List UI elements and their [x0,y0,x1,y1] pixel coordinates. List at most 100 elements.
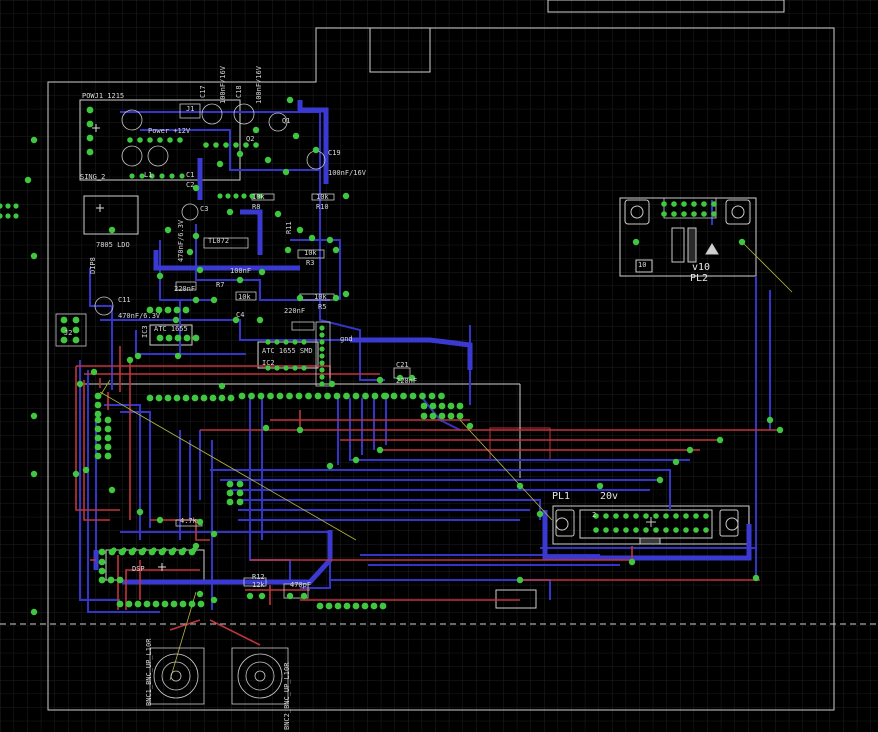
pad [691,211,697,217]
pad [134,600,142,608]
pad [292,339,298,345]
pad [342,290,350,298]
pad [683,513,689,519]
pad [319,332,325,338]
pad [308,234,316,242]
pad [147,137,153,143]
pad [226,480,234,488]
pad [0,203,3,209]
pad [334,602,342,610]
pad [671,211,677,217]
pad [252,126,260,134]
pad [332,294,340,302]
c21-ref: C21 [396,361,409,369]
pad [104,434,112,442]
pad [295,392,303,400]
pad [428,392,436,400]
pad [196,518,204,526]
pad [5,213,11,219]
pad [217,193,223,199]
pad [134,352,142,360]
pad [94,410,102,418]
pad [181,547,187,553]
pl1-connector[interactable] [555,509,739,545]
pad [76,380,84,388]
pad [701,201,707,207]
pad [661,201,667,207]
pad [241,193,247,199]
pl2-header[interactable] [624,199,751,263]
pad [282,168,290,176]
pad [319,374,325,380]
pad [139,173,145,179]
pad [156,516,164,524]
pad [716,436,724,444]
gnd-label: gnd [340,335,353,343]
pad [371,392,379,400]
pad [125,600,133,608]
pad [104,425,112,433]
pad [352,392,360,400]
pad [301,365,307,371]
pad [72,326,80,334]
pad [126,356,134,364]
pad [72,470,80,478]
pad [155,394,163,402]
pad [456,412,464,420]
pad [296,226,304,234]
r10-ref: R10 [316,203,329,211]
pad [30,608,38,616]
pad [738,238,746,246]
pad [516,482,524,490]
pad [200,394,208,402]
pad [274,210,282,218]
r5-ref: R5 [318,303,327,311]
pad [257,193,263,199]
r7-ref: R7 [216,281,225,289]
pad [24,176,32,184]
pad [82,466,90,474]
pad [13,213,19,219]
pad [60,326,68,334]
r10k-a: 10k [252,193,265,201]
pad [286,96,294,104]
pad [352,602,360,610]
pad [653,527,659,533]
pad [342,192,350,200]
pad [94,452,102,460]
pad [296,294,304,302]
pad [276,392,284,400]
pad [165,334,173,342]
r12-ref: R12 [252,573,265,581]
pad [536,510,544,518]
c2-ref: C2 [186,181,195,189]
pad [663,513,669,519]
j2-ref: J2 [64,329,73,337]
pad [94,443,102,451]
pad [673,513,679,519]
pad [316,602,324,610]
pad [264,156,272,164]
pad [210,596,218,604]
pad [94,425,102,433]
pad [390,392,398,400]
pad [171,547,177,553]
pad [127,137,133,143]
pad [90,368,98,376]
pad [643,513,649,519]
pad [223,142,229,148]
pad [593,527,599,533]
pad [429,402,437,410]
pad [164,394,172,402]
r3-ref: R3 [306,259,315,267]
ic2-ref: IC2 [262,359,275,367]
pad [157,137,163,143]
pad [174,334,182,342]
pad [257,392,265,400]
pad [164,226,172,234]
ic3-ref: IC3 [141,325,149,338]
pad [325,602,333,610]
pad [516,576,524,584]
pad [319,381,325,387]
